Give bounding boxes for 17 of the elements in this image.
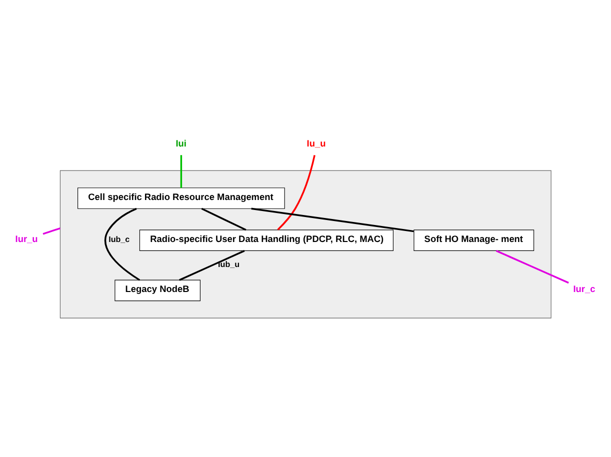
connector [180,155,182,188]
connector [251,208,414,232]
connector [104,208,140,281]
node-text: Iu_u [306,138,326,148]
node-box: Legacy NodeB [114,280,200,302]
connector [179,250,245,281]
node-box: Cell specific Radio Resource Management [78,188,285,209]
node-box: Radio-specific User Data Handling (PDCP, RLC, MAC) [139,230,394,251]
connector [201,208,246,231]
node-text: Iui [176,138,186,148]
connector [42,227,60,235]
cluster [60,170,552,318]
node-text: Iur_u [15,234,38,244]
node-text: Iur_c [573,284,596,294]
node-box: Soft HO Manage- ment [414,230,534,251]
connector [277,155,316,230]
connector [496,250,569,284]
